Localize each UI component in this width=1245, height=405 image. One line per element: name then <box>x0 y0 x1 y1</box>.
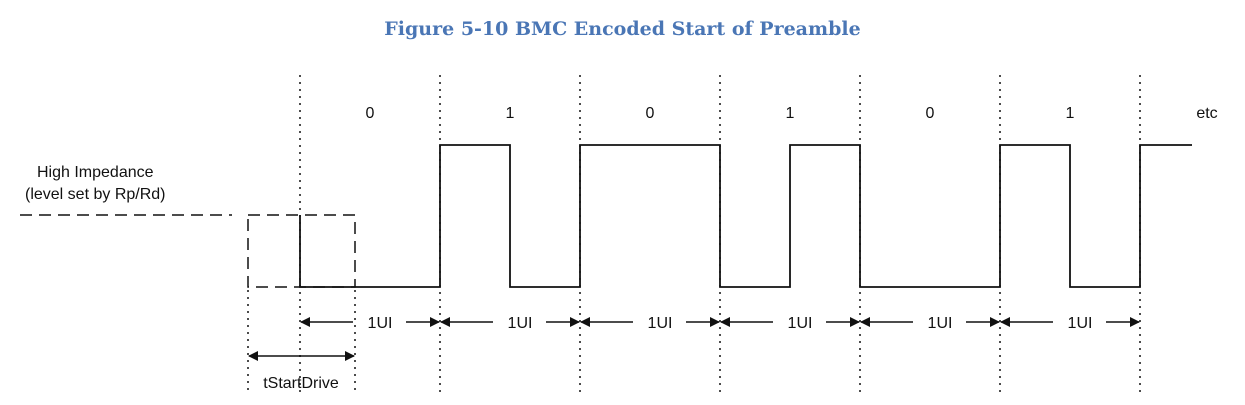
ui-label: 1UI <box>368 315 393 332</box>
ui-label: 1UI <box>788 315 813 332</box>
bit-label: 0 <box>366 105 375 122</box>
ui-arrows <box>248 317 1140 361</box>
start-drive-box <box>247 214 356 288</box>
bit-label: 0 <box>926 105 935 122</box>
ui-label: 1UI <box>928 315 953 332</box>
bmc-waveform <box>299 144 1192 288</box>
bit-label: 1 <box>1066 105 1075 122</box>
bit-label: 1 <box>506 105 515 122</box>
tstartdrive-label: tStartDrive <box>263 375 339 392</box>
ui-label: 1UI <box>648 315 673 332</box>
etc-label: etc <box>1196 105 1217 122</box>
ui-boundary-lines <box>247 75 1141 395</box>
high-impedance-sublabel: (level set by Rp/Rd) <box>25 186 166 203</box>
figure-title: Figure 5-10 BMC Encoded Start of Preambl… <box>384 18 861 40</box>
bit-label: 0 <box>646 105 655 122</box>
high-impedance-label: High Impedance <box>37 164 154 181</box>
bit-label: 1 <box>786 105 795 122</box>
ui-label: 1UI <box>1068 315 1093 332</box>
ui-label: 1UI <box>508 315 533 332</box>
